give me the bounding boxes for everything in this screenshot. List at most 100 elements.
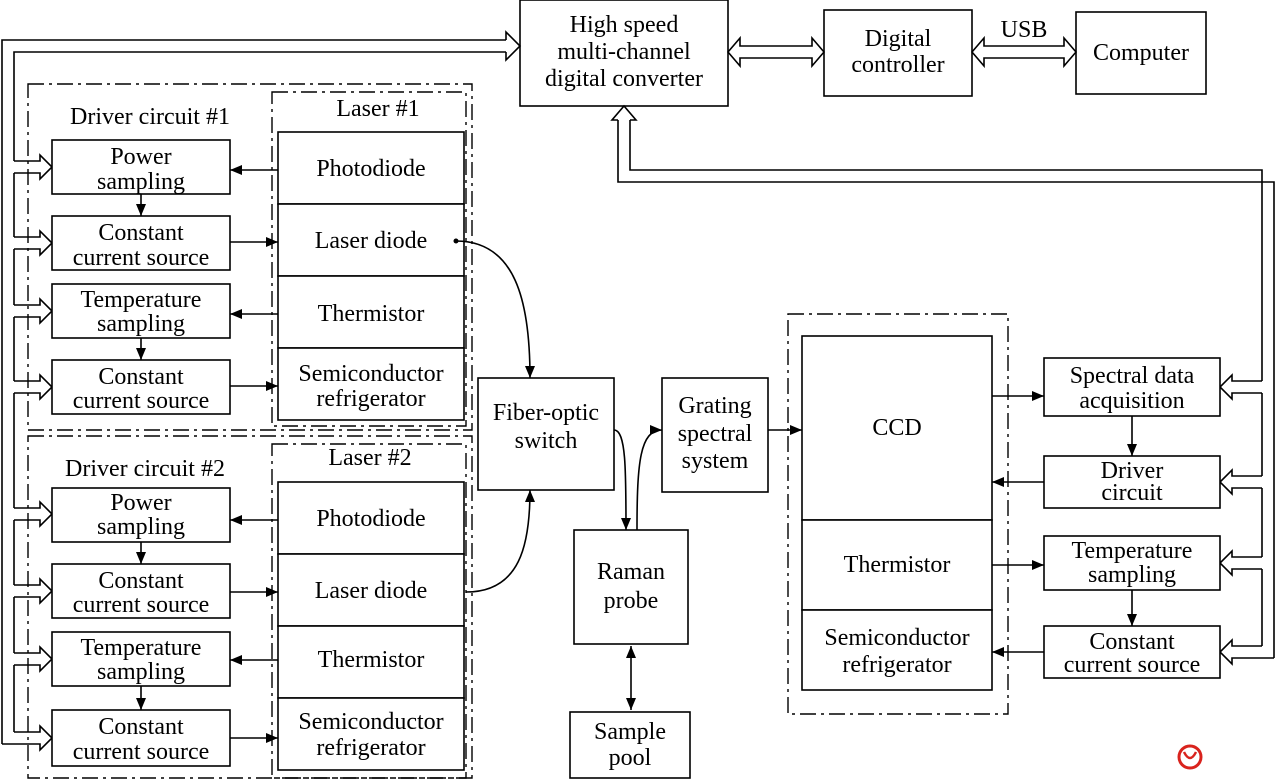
driver-1-power-sampling-box: [51, 139, 231, 195]
laser-1-refrigerator-box: [277, 347, 465, 421]
driver-2-ccs-a-line-1: Constant: [98, 568, 184, 594]
ccd-temp-sampling-box: [1043, 535, 1221, 591]
driver-1-ccs-a-line-1: Constant: [98, 220, 184, 246]
ccd-thermistor-box: [801, 519, 993, 611]
laser-1-thermistor-box: [277, 275, 465, 349]
driver-1-temp-sampling-box: [51, 283, 231, 339]
fiber-switch-line-1: Fiber-optic: [493, 400, 599, 426]
driver-2-ccs-b-box: [51, 709, 231, 767]
fiber-switch-box: [477, 377, 615, 491]
sample-pool-line-1: Sample: [594, 719, 666, 745]
driver-2-title: Driver circuit #2: [65, 456, 225, 482]
laser-2-laser-diode-box: [277, 553, 465, 627]
ccd-ccs-line-2: current source: [1064, 652, 1201, 678]
ccd-thermistor-label: Thermistor: [844, 552, 951, 578]
bus-arrow-ccd-driver: [1218, 468, 1262, 496]
ccd-ccs-box: [1043, 625, 1221, 679]
ccd-driver-line-2: circuit: [1101, 480, 1163, 506]
grating-line-3: system: [682, 448, 749, 474]
controller-computer-double-arrow: [970, 35, 1078, 69]
bus-arrow-ccs-1a: [14, 229, 54, 257]
grating-line-1: Grating: [678, 393, 751, 419]
converter-label-line-1: High speed: [570, 12, 679, 38]
fiber-switch-line-2: switch: [515, 428, 578, 454]
laser-2-refrigerator-box: [277, 697, 465, 771]
driver-1-temp-sampling-line-1: Temperature: [81, 287, 202, 313]
fiber-laser-2-to-switch: [465, 489, 535, 593]
driver-1-ccs-b-line-1: Constant: [98, 364, 184, 390]
bus-arrow-power-sampling-1: [14, 153, 54, 181]
driver-1-power-sampling-line-1: Power: [110, 144, 171, 170]
right-signal-bus: [610, 104, 1275, 666]
group-frame-laser-2-inner: [271, 443, 467, 779]
laser-1-laser-diode-label: Laser diode: [315, 228, 428, 254]
driver-2-temp-sampling-line-2: sampling: [97, 659, 185, 685]
sample-pool-box: [569, 711, 691, 779]
laser-1-title: Laser #1: [336, 96, 419, 122]
driver-1-ccs-b-box: [51, 359, 231, 415]
group-frame-laser-2: [27, 435, 473, 779]
fiber-switch-to-raman-probe: [613, 429, 631, 531]
driver-2-power-sampling-line-1: Power: [110, 490, 171, 516]
driver-2-temp-sampling-line-1: Temperature: [81, 635, 202, 661]
bus-arrow-ccs-1b: [14, 373, 54, 401]
computer-label: Computer: [1093, 40, 1189, 66]
controller-label-line-1: Digital: [865, 26, 932, 52]
laser-2-laser-diode-label: Laser diode: [315, 578, 428, 604]
converter-box: [519, 0, 729, 107]
driver-1-ccs-a-line-2: current source: [73, 245, 210, 271]
controller-box: [823, 9, 973, 97]
bus-arrow-ccd-ccs: [1218, 638, 1274, 666]
ccd-refrigerator-line-1: Semiconductor: [824, 625, 969, 651]
laser-2-refrigerator-line-1: Semiconductor: [298, 709, 443, 735]
laser-2-refrigerator-line-2: refrigerator: [316, 735, 425, 761]
converter-label-line-2: multi-channel: [557, 39, 691, 65]
bus-arrow-spectral-acquisition: [1218, 373, 1262, 401]
ccd-label: CCD: [872, 415, 921, 441]
computer-box: [1075, 11, 1207, 95]
group-frame-laser-1: [27, 83, 473, 431]
fiber-laser-1-to-switch: [455, 240, 535, 379]
ccd-driver-line-1: Driver: [1101, 458, 1164, 484]
group-frame-laser-1-inner: [271, 91, 467, 427]
ccd-driver-box: [1043, 455, 1221, 509]
spectral-acquisition-line-1: Spectral data: [1070, 363, 1195, 389]
driver-1-power-sampling-line-2: sampling: [97, 169, 185, 195]
driver-1-title: Driver circuit #1: [70, 104, 230, 130]
raman-probe-line-2: probe: [604, 588, 659, 614]
watermark-logo-icon: [1177, 744, 1203, 770]
laser-2-photodiode-label: Photodiode: [316, 506, 425, 532]
right-bus-converter-arrowhead: [610, 104, 638, 121]
grating-box: [661, 377, 769, 493]
ccd-refrigerator-box: [801, 609, 993, 691]
laser-2-title: Laser #2: [328, 445, 411, 471]
bus-arrow-ccs-2a: [14, 577, 54, 605]
laser-1-photodiode-label: Photodiode: [316, 156, 425, 182]
laser-1-thermistor-label: Thermistor: [318, 301, 425, 327]
driver-2-ccs-b-line-1: Constant: [98, 714, 184, 740]
driver-2-ccs-a-box: [51, 563, 231, 619]
bus-arrow-temp-sampling-2: [14, 645, 54, 673]
driver-1-temp-sampling-line-2: sampling: [97, 311, 185, 337]
usb-label: USB: [1001, 17, 1048, 43]
left-bus-converter-arrowhead: [505, 30, 522, 62]
converter-controller-double-arrow: [726, 35, 826, 69]
right-bus-inner-line: [629, 120, 1263, 646]
controller-label-line-2: controller: [851, 52, 944, 78]
bus-arrow-ccs-2b: [2, 724, 54, 752]
driver-1-ccs-b-line-2: current source: [73, 388, 210, 414]
fiber-raman-probe-to-grating: [636, 425, 663, 531]
spectral-acquisition-line-2: acquisition: [1079, 388, 1184, 414]
bus-arrow-ccd-temp-sampling: [1218, 549, 1262, 577]
raman-probe-line-1: Raman: [597, 559, 665, 585]
ccd-temp-sampling-line-1: Temperature: [1072, 538, 1193, 564]
driver-2-power-sampling-line-2: sampling: [97, 514, 185, 540]
grating-line-2: spectral: [678, 421, 753, 447]
ccd-refrigerator-line-2: refrigerator: [842, 652, 951, 678]
laser-1-refrigerator-line-2: refrigerator: [316, 386, 425, 412]
right-bus-outer-line: [617, 120, 1275, 658]
driver-2-ccs-b-line-2: current source: [73, 739, 210, 765]
left-bus-inner-line: [13, 51, 506, 732]
ccd-temp-sampling-line-2: sampling: [1088, 562, 1176, 588]
